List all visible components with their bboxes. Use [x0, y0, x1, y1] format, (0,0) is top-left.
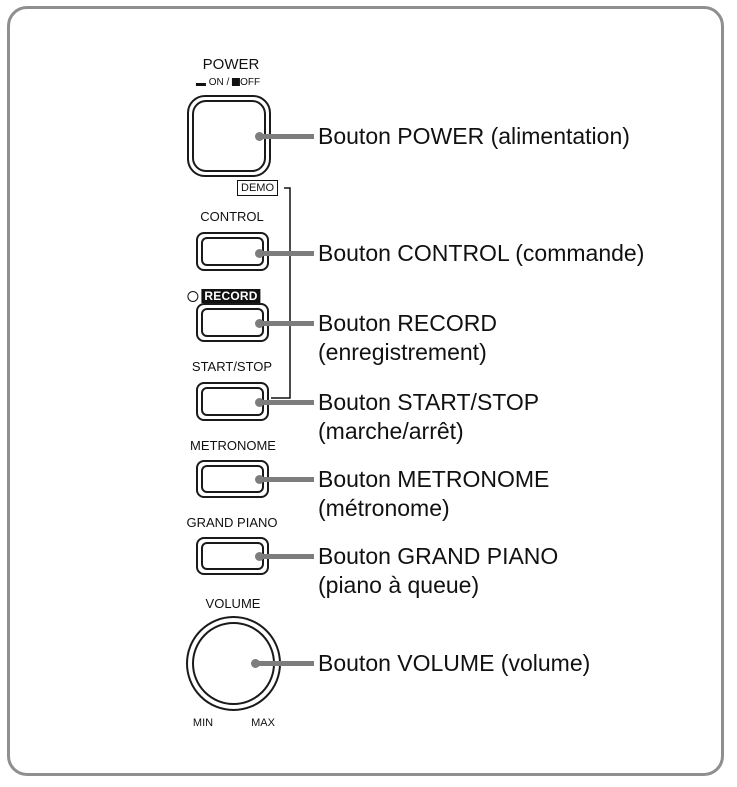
grand-piano-leader-line [259, 554, 314, 559]
record-label: RECORD [201, 289, 261, 303]
callout-metronome-line2: (métronome) [318, 495, 450, 521]
diagram-frame [7, 6, 724, 776]
volume-min-label: MIN [192, 717, 214, 729]
callout-volume: Bouton VOLUME (volume) [318, 650, 591, 676]
power-title: POWER [202, 56, 260, 73]
callout-grand-piano-line1: Bouton GRAND PIANO [318, 543, 559, 569]
power-off-label: OFF [240, 77, 261, 88]
callout-metronome-line1: Bouton METRONOME [318, 466, 550, 492]
volume-leader-line [255, 661, 314, 666]
off-position-icon [232, 78, 241, 86]
callout-power: Bouton POWER (alimentation) [318, 123, 630, 149]
callout-start-stop-line1: Bouton START/STOP [318, 389, 540, 415]
volume-label: VOLUME [205, 596, 261, 611]
metronome-label: METRONOME [190, 438, 276, 453]
record-label-group: RECORD [187, 289, 261, 303]
start-stop-leader-line [259, 400, 314, 405]
record-led-icon [187, 291, 199, 302]
power-on-off-legend: ON / OFF [195, 77, 261, 88]
control-label: CONTROL [200, 209, 264, 224]
metronome-leader-line [259, 477, 314, 482]
callout-start-stop-line2: (marche/arrêt) [318, 418, 464, 444]
callout-control: Bouton CONTROL (commande) [318, 240, 645, 266]
power-on-label: ON / [208, 77, 230, 88]
power-leader-line [259, 134, 314, 139]
on-position-icon [195, 83, 206, 86]
volume-max-label: MAX [251, 717, 275, 729]
demo-tag: DEMO [237, 180, 278, 196]
callout-record-line2: (enregistrement) [318, 339, 487, 365]
start-stop-label: START/STOP [191, 359, 273, 374]
record-leader-line [259, 321, 314, 326]
callout-grand-piano-line2: (piano à queue) [318, 572, 480, 598]
grand-piano-label: GRAND PIANO [186, 515, 278, 530]
callout-record-line1: Bouton RECORD [318, 310, 497, 336]
control-leader-line [259, 251, 314, 256]
